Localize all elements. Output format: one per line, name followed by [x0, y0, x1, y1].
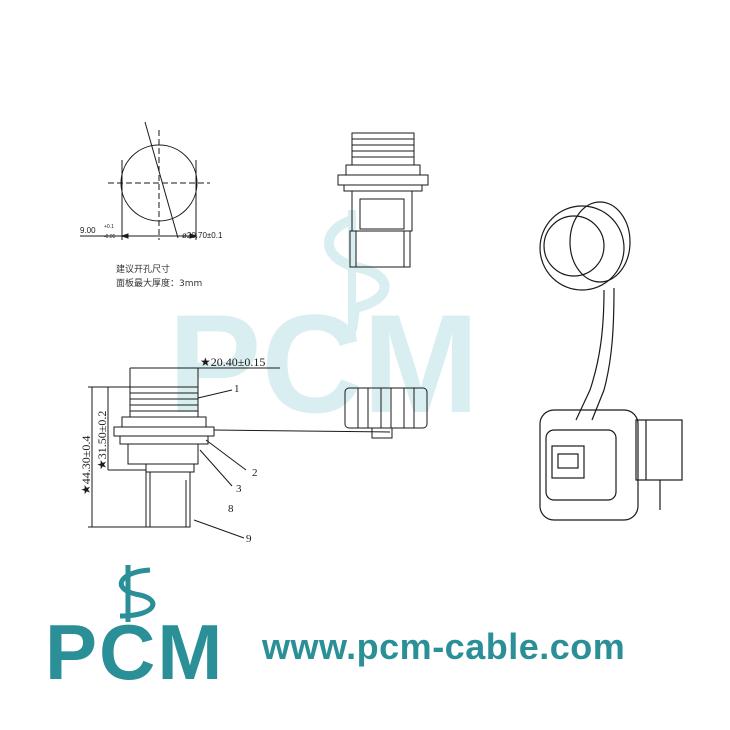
connector-front-view — [337, 132, 429, 268]
watermark: PCM — [168, 210, 479, 442]
footer-logo: PCM — [45, 608, 225, 696]
cutout-width-tol-upper: +0.1 — [104, 224, 114, 230]
panel-cutout-drawing — [80, 121, 210, 240]
callout-1: 1 — [234, 383, 240, 395]
cutout-width-tol-lower: -0.05 — [104, 234, 116, 240]
footer-url[interactable]: www.pcm-cable.com — [262, 626, 626, 667]
cutout-width-dim: 9.00 — [80, 226, 96, 235]
callout-9: 9 — [246, 533, 252, 545]
height-dim-2: ★44.30±0.4 — [79, 436, 93, 495]
callout-8: 8 — [228, 503, 234, 515]
top-width-dim: ★20.40±0.15 — [200, 355, 265, 369]
connector-3d-illustration — [539, 201, 683, 521]
cutout-note-line1: 建议开孔尺寸 — [116, 265, 171, 275]
cutout-diameter-dim: ø20.70±0.1 — [182, 231, 223, 240]
callout-2: 2 — [252, 467, 258, 479]
height-dim-1: ★31.50±0.2 — [95, 411, 109, 470]
connector-side-view — [88, 367, 428, 539]
callout-3: 3 — [236, 483, 242, 495]
cutout-note-line2: 面板最大厚度：3mm — [116, 279, 203, 289]
logo-mark — [118, 565, 156, 622]
